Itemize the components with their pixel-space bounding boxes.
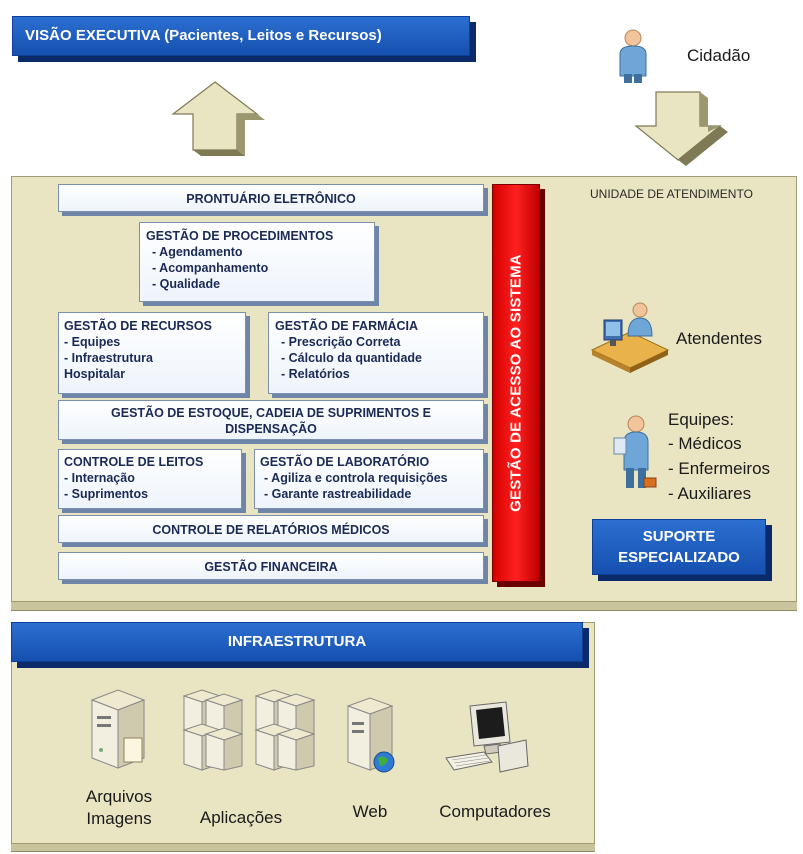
executive-view-banner: VISÃO EXECUTIVA (Pacientes, Leitos e Rec…	[12, 16, 470, 56]
teams-title: Equipes:	[668, 410, 735, 429]
module-electronic-record: PRONTUÁRIO ELETRÔNICO	[58, 184, 484, 212]
module-procedures-item: - Acompanhamento	[152, 261, 269, 275]
module-pharmacy-title: GESTÃO DE FARMÁCIA	[275, 319, 419, 333]
module-financial: GESTÃO FINANCEIRA	[58, 552, 484, 580]
citizen-label: Cidadão	[687, 46, 751, 65]
module-stock-line1: GESTÃO DE ESTOQUE, CADEIA DE SUPRIMENTOS…	[111, 406, 431, 420]
module-resources-item: - Infraestrutura	[64, 351, 153, 365]
infra-files-line1: Arquivos	[85, 787, 153, 806]
module-resources-title: GESTÃO DE RECURSOS	[64, 319, 212, 333]
teams-item: - Médicos	[668, 434, 742, 453]
module-procedures-item: - Qualidade	[152, 277, 221, 291]
module-procedures-item: - Agendamento	[152, 245, 243, 259]
attendants-label: Atendentes	[676, 329, 763, 348]
team-person-icon	[613, 415, 657, 488]
module-procedures-title: GESTÃO DE PROCEDIMENTOS	[146, 229, 334, 243]
specialized-support-box: SUPORTE ESPECIALIZADO	[592, 519, 766, 575]
infra-files-line2: Imagens	[86, 809, 152, 828]
module-financial-label: GESTÃO FINANCEIRA	[204, 560, 338, 574]
module-pharmacy-item: - Cálculo da quantidade	[281, 351, 422, 365]
infra-applications-label: Aplicações	[199, 808, 283, 827]
module-bed-control: CONTROLE DE LEITOS - Internação - Suprim…	[58, 449, 242, 509]
module-bed-control-title: CONTROLE DE LEITOS	[64, 455, 204, 469]
module-stock-line2: DISPENSAÇÃO	[225, 422, 317, 436]
module-stock: GESTÃO DE ESTOQUE, CADEIA DE SUPRIMENTOS…	[58, 400, 484, 440]
service-unit-label: UNIDADE DE ATENDIMENTO	[590, 187, 753, 201]
down-arrow-icon	[634, 91, 728, 166]
applications-server-cluster-icon	[182, 689, 244, 771]
module-bed-control-item: - Suprimentos	[64, 487, 149, 501]
module-pharmacy: GESTÃO DE FARMÁCIA - Prescrição Correta …	[268, 312, 484, 394]
module-resources-item: - Equipes	[64, 335, 121, 349]
module-procedures: GESTÃO DE PROCEDIMENTOS - Agendamento - …	[139, 222, 375, 302]
infra-computers-label: Computadores	[439, 802, 551, 821]
infra-files-label: Arquivos Imagens	[66, 786, 172, 830]
module-laboratory-item: - Garante rastreabilidade	[264, 487, 412, 501]
module-laboratory-title: GESTÃO DE LABORATÓRIO	[260, 455, 430, 469]
infra-web-label: Web	[352, 802, 388, 821]
teams-item: - Enfermeiros	[668, 459, 771, 478]
up-arrow-icon	[171, 81, 265, 156]
module-laboratory: GESTÃO DE LABORATÓRIO - Agiliza e contro…	[254, 449, 484, 509]
module-resources: GESTÃO DE RECURSOS - Equipes - Infraestr…	[58, 312, 246, 394]
access-management-bar: GESTÃO DE ACESSO AO SISTEMA	[492, 184, 540, 582]
computer-icon	[445, 701, 529, 773]
module-laboratory-item: - Agiliza e controla requisições	[264, 471, 448, 485]
infrastructure-banner: INFRAESTRUTURA	[11, 622, 583, 662]
file-server-icon	[90, 689, 146, 769]
attendant-desk-icon	[590, 302, 670, 373]
specialized-support-line1: SUPORTE	[642, 528, 716, 545]
module-pharmacy-item: - Relatórios	[281, 367, 350, 381]
module-medical-reports: CONTROLE DE RELATÓRIOS MÉDICOS	[58, 515, 484, 543]
module-bed-control-item: - Internação	[64, 471, 135, 485]
module-resources-item: Hospitalar	[64, 367, 126, 381]
teams-item: - Auxiliares	[668, 484, 752, 503]
web-server-icon	[346, 697, 395, 773]
infrastructure-title: INFRAESTRUTURA	[227, 633, 367, 650]
citizen-person-icon	[619, 29, 647, 83]
module-pharmacy-item: - Prescrição Correta	[281, 335, 401, 349]
applications-server-cluster-icon	[254, 689, 316, 771]
access-management-label: GESTÃO DE ACESSO AO SISTEMA	[507, 254, 525, 512]
module-medical-reports-label: CONTROLE DE RELATÓRIOS MÉDICOS	[152, 523, 390, 537]
module-electronic-record-label: PRONTUÁRIO ELETRÔNICO	[186, 192, 356, 206]
specialized-support-line2: ESPECIALIZADO	[618, 549, 740, 566]
executive-view-title: VISÃO EXECUTIVA (Pacientes, Leitos e Rec…	[25, 27, 382, 44]
